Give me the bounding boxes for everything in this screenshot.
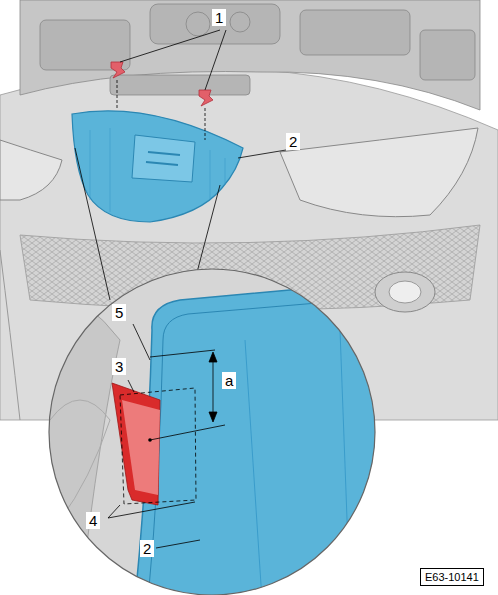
headlight bbox=[280, 128, 478, 217]
callout-number: 5 bbox=[112, 304, 126, 321]
callout-number: 1 bbox=[212, 9, 226, 26]
leader-line bbox=[75, 30, 286, 300]
mounting-outline bbox=[120, 388, 196, 504]
radiator-grille bbox=[135, 280, 400, 595]
callout-number: 2 bbox=[140, 540, 154, 557]
dimension-label: a bbox=[222, 372, 236, 389]
retaining-clip bbox=[111, 62, 213, 106]
callout-number: 4 bbox=[86, 512, 100, 529]
engine-bay bbox=[20, 0, 480, 110]
callout-number: 3 bbox=[112, 358, 126, 375]
dimension-a bbox=[150, 350, 225, 440]
headlight bbox=[0, 140, 62, 200]
magnifier-circle bbox=[49, 269, 375, 595]
figure-number: E63-10141 bbox=[425, 570, 479, 584]
callout-number: 2 bbox=[286, 133, 300, 150]
guide-clip bbox=[112, 383, 160, 505]
figure-number-box: E63-10141 bbox=[420, 568, 484, 586]
radiator-grille bbox=[72, 111, 243, 222]
fog-lamp bbox=[375, 272, 435, 312]
